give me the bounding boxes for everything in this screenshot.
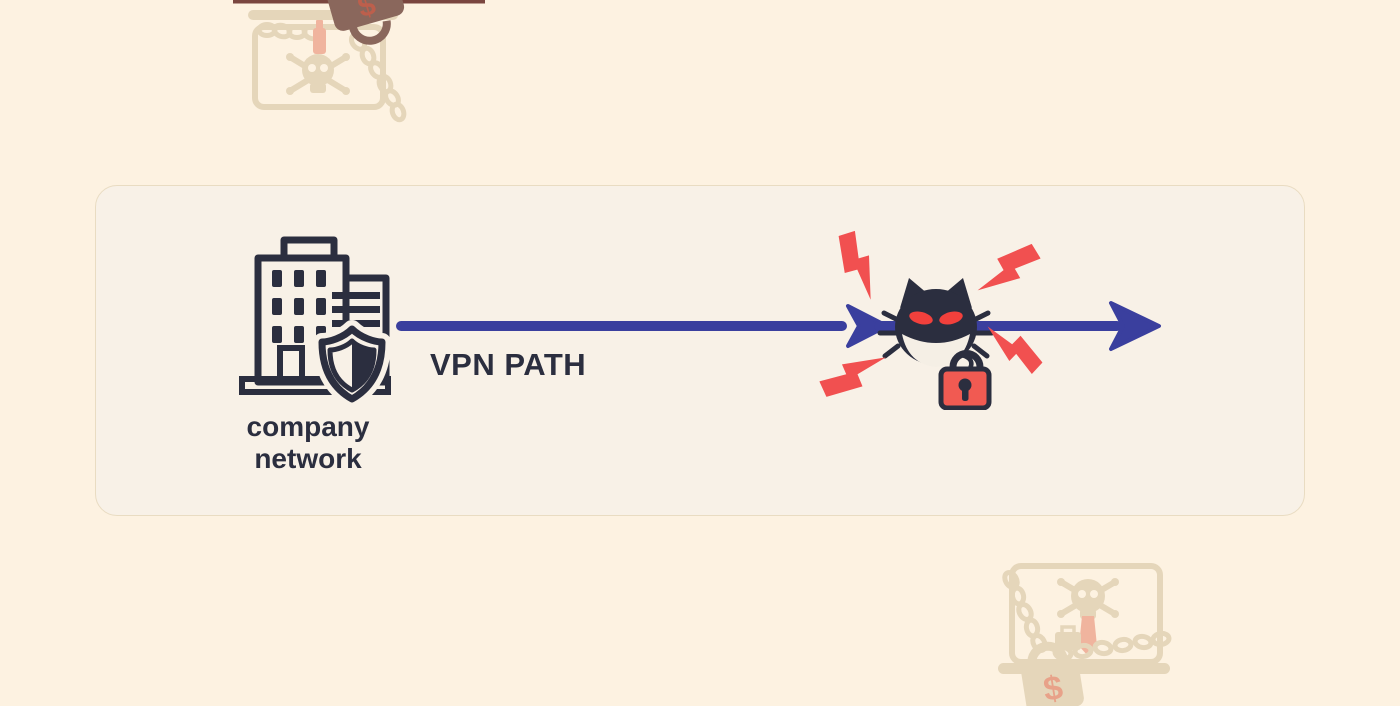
lightning-bolt-icon [838, 230, 871, 300]
vpn-path-label: VPN PATH [430, 347, 587, 382]
company-network-icon [239, 236, 391, 405]
chain-icon [1002, 570, 1172, 662]
dollar-padlock-icon: $ [323, 0, 405, 45]
lightning-bolt-icon [977, 243, 1041, 291]
lightning-bolt-icon [819, 357, 886, 397]
shield-icon [313, 320, 391, 405]
skull-crossbones-icon [286, 53, 350, 95]
arrowhead [1109, 301, 1161, 351]
ransomware-watermark-top-left: $ [233, 0, 485, 123]
dollar-padlock-icon: $ [1021, 641, 1084, 706]
padlock-icon [938, 350, 992, 410]
malware-bug-icon [877, 278, 995, 410]
usb-dagger-icon [313, 20, 326, 54]
company-network-label: company network [210, 411, 406, 475]
bug-legs [877, 310, 995, 359]
building-base [239, 376, 391, 395]
lightning-bolt-icon [987, 326, 1043, 375]
ransomware-watermark-bottom-right: $ [998, 563, 1172, 706]
company-network-label-line1: company [246, 411, 370, 442]
mid-path-dart [846, 304, 889, 348]
building-windows [272, 270, 326, 343]
company-network-label-line2: network [254, 443, 362, 474]
bug-eyes [909, 311, 963, 325]
skull-crossbones-icon [1057, 578, 1119, 619]
chain-icon [256, 22, 407, 123]
